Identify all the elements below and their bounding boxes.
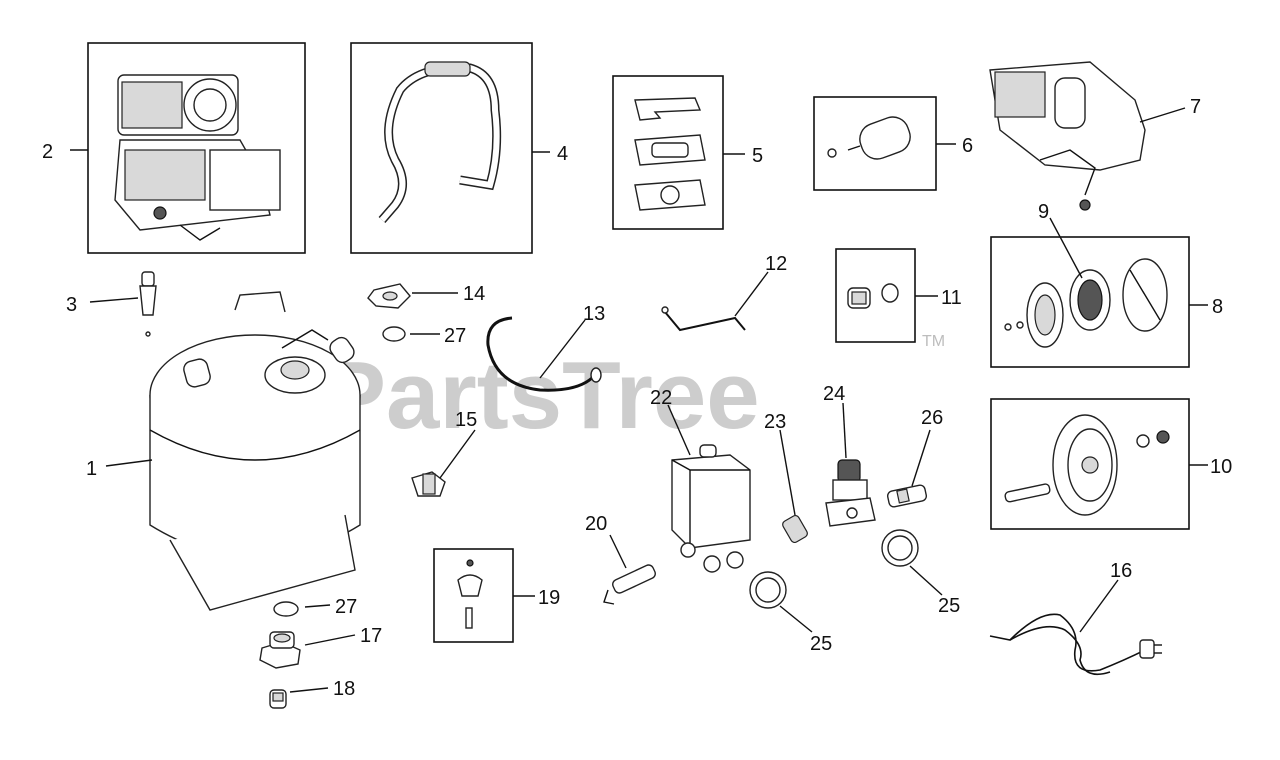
part-24-regulator[interactable] (825, 459, 876, 527)
part-11-fitting-kit[interactable] (835, 248, 916, 343)
callout-26: 26 (921, 407, 943, 429)
part-4-handle[interactable] (350, 42, 533, 254)
callout-24: 24 (823, 383, 845, 405)
callout-17: 17 (360, 625, 382, 647)
callout-13: 13 (583, 303, 605, 325)
part-26-quick-coupler[interactable] (886, 484, 928, 508)
watermark-text: PartsTree (322, 342, 760, 449)
callout-1: 1 (86, 458, 97, 480)
callout-18: 18 (333, 678, 355, 700)
part-5-gasket-set[interactable] (612, 75, 724, 230)
watermark-trademark: TM (922, 333, 945, 350)
callout-25-left: 25 (810, 633, 832, 655)
callout-9: 9 (1038, 201, 1049, 223)
callout-8: 8 (1212, 296, 1223, 318)
callout-11: 11 (941, 287, 962, 309)
callout-27-top: 27 (444, 325, 466, 347)
part-3-safety-valve[interactable] (139, 271, 157, 337)
callout-27-bottom: 27 (335, 596, 357, 618)
part-13-outlet-tube[interactable] (486, 316, 602, 392)
part-14-nut[interactable] (367, 283, 411, 309)
callout-10: 10 (1210, 456, 1232, 478)
part-8-air-filter-assembly[interactable] (990, 236, 1190, 368)
callout-2: 2 (42, 141, 53, 163)
part-7-shroud[interactable] (989, 61, 1146, 211)
callout-4: 4 (557, 143, 568, 165)
callout-22: 22 (650, 387, 672, 409)
part-12-wire[interactable] (661, 306, 746, 332)
callout-5: 5 (752, 145, 763, 167)
part-23-nipple[interactable] (781, 514, 809, 544)
part-17-drain-plug[interactable] (259, 631, 301, 669)
part-22-pressure-switch[interactable] (671, 444, 751, 573)
part-27-washer-bottom[interactable] (273, 601, 299, 617)
callout-12: 12 (765, 253, 787, 275)
callout-7: 7 (1190, 96, 1201, 118)
part-19-rubber-foot-kit[interactable] (433, 548, 514, 643)
part-10-wheel-assembly[interactable] (990, 398, 1190, 530)
callout-19: 19 (538, 587, 560, 609)
part-18-plug[interactable] (269, 689, 287, 709)
part-20-drain-valve[interactable] (603, 563, 657, 605)
callout-16: 16 (1110, 560, 1132, 582)
callout-14: 14 (463, 283, 485, 305)
callout-20: 20 (585, 513, 607, 535)
part-25-gauge-right[interactable] (881, 529, 919, 567)
part-15-elbow-fitting[interactable] (411, 471, 446, 497)
callout-3: 3 (66, 294, 77, 316)
part-25-gauge-left[interactable] (749, 571, 787, 609)
part-1-air-tank[interactable] (149, 291, 361, 611)
part-27-washer-top[interactable] (382, 326, 406, 342)
callout-6: 6 (962, 135, 973, 157)
callout-25-right: 25 (938, 595, 960, 617)
callout-23: 23 (764, 411, 786, 433)
part-16-power-cord[interactable] (989, 613, 1162, 676)
callout-15: 15 (455, 409, 477, 431)
part-6-capacitor[interactable] (813, 96, 937, 191)
part-2-motor-pump-assembly[interactable] (87, 42, 306, 254)
